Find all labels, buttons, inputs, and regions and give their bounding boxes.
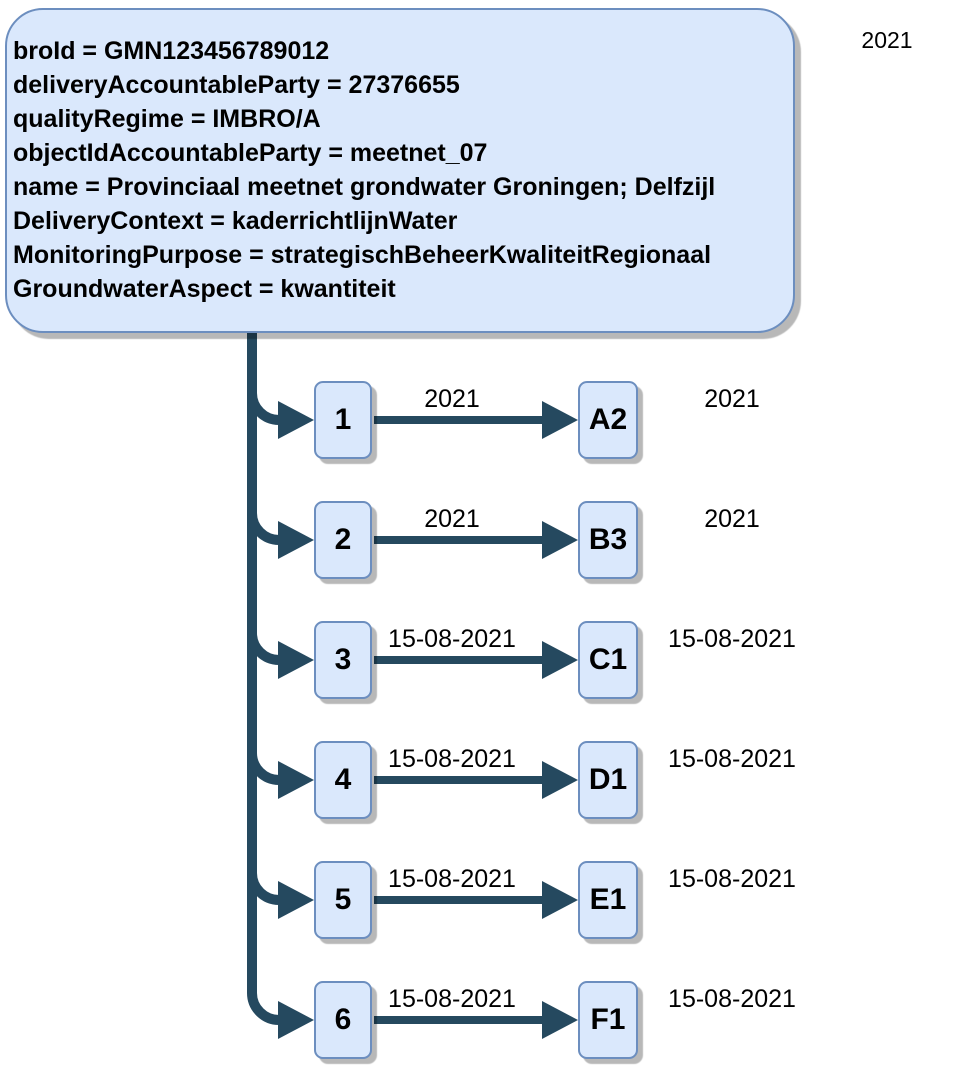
sequence-node-2: 2 bbox=[314, 501, 372, 579]
edge-arrowhead-3 bbox=[542, 641, 578, 679]
sequence-node-1: 1 bbox=[314, 381, 372, 459]
branch-arrowhead-5 bbox=[278, 881, 314, 919]
gmn-attributes: broId = GMN123456789012 deliveryAccounta… bbox=[7, 10, 793, 306]
measuring-point-row-2: 2 2021 B3 2021 bbox=[0, 480, 960, 600]
branch-arrowhead-2 bbox=[278, 521, 314, 559]
measuring-point-row-6: 6 15-08-2021 F1 15-08-2021 bbox=[0, 960, 960, 1068]
edge-arrowhead-1 bbox=[542, 401, 578, 439]
root-year-label: 2021 bbox=[861, 27, 913, 53]
measuring-point-row-5: 5 15-08-2021 E1 15-08-2021 bbox=[0, 840, 960, 960]
edge-date-label-6: 15-08-2021 bbox=[388, 985, 516, 1013]
row-date-label-2: 2021 bbox=[704, 505, 760, 533]
edge-date-label-2: 2021 bbox=[424, 505, 480, 533]
measuring-point-code: E1 bbox=[589, 883, 627, 916]
measuring-point-node-5: E1 bbox=[578, 861, 638, 939]
attr-name: name = Provinciaal meetnet grondwater Gr… bbox=[13, 173, 716, 201]
branch-arrowhead-3 bbox=[278, 641, 314, 679]
sequence-number: 5 bbox=[334, 883, 352, 916]
edge-arrowhead-4 bbox=[542, 761, 578, 799]
measuring-point-code: B3 bbox=[588, 523, 628, 556]
attr-object-id-accountable-party: objectIdAccountableParty = meetnet_07 bbox=[13, 139, 488, 167]
trunk-connector bbox=[247, 333, 283, 1025]
measuring-point-node-4: D1 bbox=[578, 741, 638, 819]
edge-date-label-3: 15-08-2021 bbox=[388, 625, 516, 653]
edge-arrowhead-5 bbox=[542, 881, 578, 919]
edge-arrowhead-2 bbox=[542, 521, 578, 559]
branch-arrowhead-6 bbox=[278, 1001, 314, 1039]
attr-delivery-context: DeliveryContext = kaderrichtlijnWater bbox=[13, 207, 458, 235]
sequence-number: 6 bbox=[334, 1003, 352, 1036]
attr-groundwater-aspect: GroundwaterAspect = kwantiteit bbox=[13, 275, 396, 303]
sequence-number: 4 bbox=[334, 763, 352, 796]
measuring-point-node-1: A2 bbox=[578, 381, 638, 459]
measuring-point-row-3: 3 15-08-2021 C1 15-08-2021 bbox=[0, 600, 960, 720]
sequence-node-4: 4 bbox=[314, 741, 372, 819]
row-date-label-6: 15-08-2021 bbox=[668, 985, 796, 1013]
measuring-point-node-2: B3 bbox=[578, 501, 638, 579]
attr-bro-id: broId = GMN123456789012 bbox=[13, 37, 330, 65]
attr-delivery-accountable-party: deliveryAccountableParty = 27376655 bbox=[13, 71, 460, 99]
measuring-point-code: A2 bbox=[588, 403, 628, 436]
measuring-point-node-6: F1 bbox=[578, 981, 638, 1059]
sequence-number: 1 bbox=[334, 403, 352, 436]
sequence-number: 2 bbox=[334, 523, 352, 556]
edge-date-label-1: 2021 bbox=[424, 385, 480, 413]
row-date-label-3: 15-08-2021 bbox=[668, 625, 796, 653]
branch-arrowhead-4 bbox=[278, 761, 314, 799]
measuring-point-row-4: 4 15-08-2021 D1 15-08-2021 bbox=[0, 720, 960, 840]
sequence-node-3: 3 bbox=[314, 621, 372, 699]
attr-quality-regime: qualityRegime = IMBRO/A bbox=[13, 105, 321, 133]
edge-date-label-5: 15-08-2021 bbox=[388, 865, 516, 893]
row-date-label-4: 15-08-2021 bbox=[668, 745, 796, 773]
attr-monitoring-purpose: MonitoringPurpose = strategischBeheerKwa… bbox=[13, 241, 712, 269]
measuring-point-node-3: C1 bbox=[578, 621, 638, 699]
measuring-point-code: F1 bbox=[590, 1003, 626, 1036]
branch-arrowhead-1 bbox=[278, 401, 314, 439]
sequence-node-6: 6 bbox=[314, 981, 372, 1059]
edge-date-label-4: 15-08-2021 bbox=[388, 745, 516, 773]
row-date-label-5: 15-08-2021 bbox=[668, 865, 796, 893]
measuring-point-code: D1 bbox=[588, 763, 628, 796]
gmn-root-node: broId = GMN123456789012 deliveryAccounta… bbox=[5, 8, 795, 333]
measuring-point-code: C1 bbox=[588, 643, 628, 676]
row-date-label-1: 2021 bbox=[704, 385, 760, 413]
sequence-number: 3 bbox=[334, 643, 352, 676]
sequence-node-5: 5 bbox=[314, 861, 372, 939]
measuring-point-row-1: 1 2021 A2 2021 bbox=[0, 360, 960, 480]
edge-arrowhead-6 bbox=[542, 1001, 578, 1039]
